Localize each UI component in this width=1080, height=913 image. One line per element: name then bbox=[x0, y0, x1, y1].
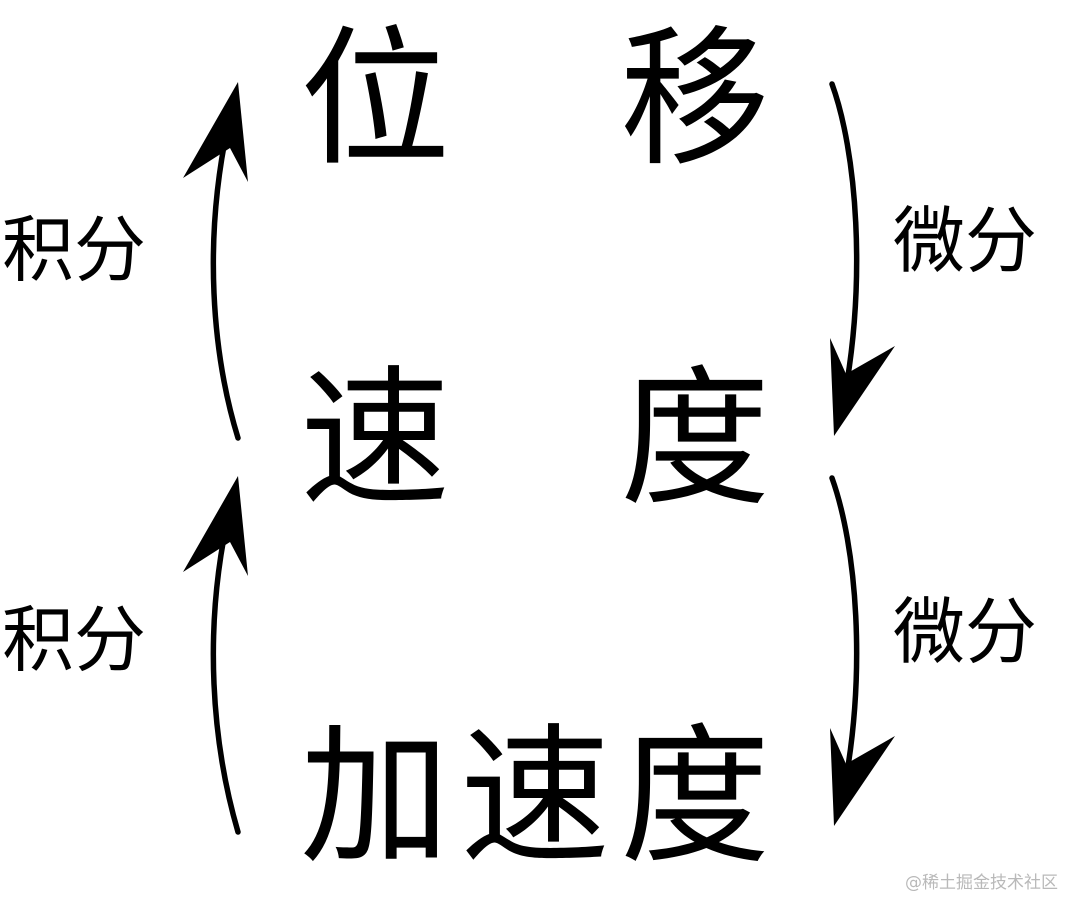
node-displacement-char-1: 位 bbox=[300, 12, 451, 187]
node-velocity-char-1: 速 bbox=[300, 352, 451, 527]
watermark: @稀土掘金技术社区 bbox=[905, 873, 1058, 893]
node-velocity: 速 度 bbox=[300, 362, 770, 517]
node-acceleration-char-2: 速 bbox=[459, 711, 610, 885]
integral-arrow-upper bbox=[183, 82, 248, 441]
node-displacement-char-2: 移 bbox=[619, 12, 770, 187]
integral-arrow-lower bbox=[183, 476, 248, 835]
integral-label-lower: 积分 bbox=[2, 598, 147, 682]
differential-label-lower: 微分 bbox=[893, 590, 1038, 674]
node-velocity-char-2: 度 bbox=[619, 352, 770, 527]
differential-arrow-lower bbox=[829, 475, 895, 826]
differential-arrow-upper bbox=[829, 81, 895, 436]
differential-label-upper: 微分 bbox=[893, 199, 1038, 283]
node-acceleration: 加 速 度 bbox=[300, 718, 770, 878]
node-acceleration-char-3: 度 bbox=[619, 711, 770, 885]
integral-label-upper: 积分 bbox=[2, 208, 147, 292]
node-acceleration-char-1: 加 bbox=[300, 711, 451, 885]
node-displacement: 位 移 bbox=[300, 22, 770, 177]
